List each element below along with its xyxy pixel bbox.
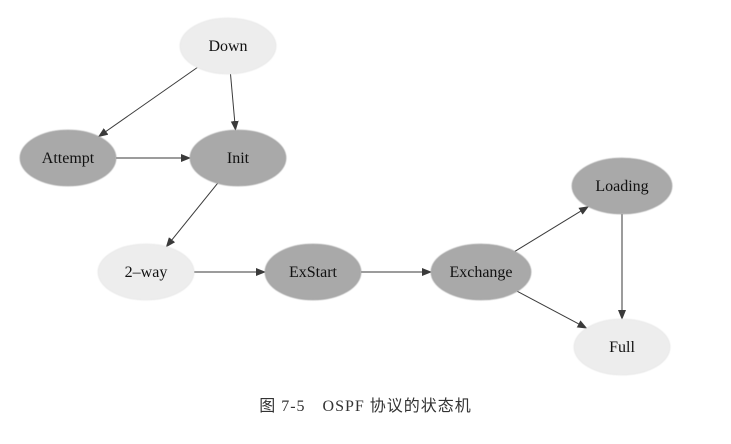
state-ellipse-loading xyxy=(571,157,673,215)
state-node-exchange: Exchange xyxy=(430,243,532,301)
state-node-down: Down xyxy=(179,17,277,75)
state-label-exchange: Exchange xyxy=(449,264,512,281)
state-ellipse-down xyxy=(179,17,277,75)
state-label-init: Init xyxy=(227,150,250,167)
state-label-down: Down xyxy=(208,38,247,55)
edge-down-to-init xyxy=(230,73,239,131)
state-node-attempt: Attempt xyxy=(19,129,117,187)
state-label-attempt: Attempt xyxy=(42,150,95,167)
state-ellipse-twoway xyxy=(97,243,195,301)
state-ellipse-exchange xyxy=(430,243,532,301)
state-ellipse-exstart xyxy=(264,243,362,301)
state-label-full: Full xyxy=(609,339,635,356)
state-node-twoway: 2–way xyxy=(97,243,195,301)
state-node-loading: Loading xyxy=(571,157,673,215)
state-label-twoway: 2–way xyxy=(125,264,168,281)
figure-caption: 图 7-5 OSPF 协议的状态机 xyxy=(259,398,472,415)
state-ellipse-init xyxy=(189,129,287,187)
state-ellipse-full xyxy=(573,318,671,376)
edge-exchange-to-loading xyxy=(514,206,590,252)
edge-init-to-twoway xyxy=(165,182,218,248)
edges-layer xyxy=(97,67,626,329)
edge-exchange-to-full xyxy=(517,290,588,329)
state-node-init: Init xyxy=(189,129,287,187)
state-label-loading: Loading xyxy=(595,178,648,195)
state-node-full: Full xyxy=(573,318,671,376)
state-ellipse-attempt xyxy=(19,129,117,187)
edge-down-to-attempt xyxy=(97,67,198,138)
state-label-exstart: ExStart xyxy=(289,264,338,281)
state-node-exstart: ExStart xyxy=(264,243,362,301)
